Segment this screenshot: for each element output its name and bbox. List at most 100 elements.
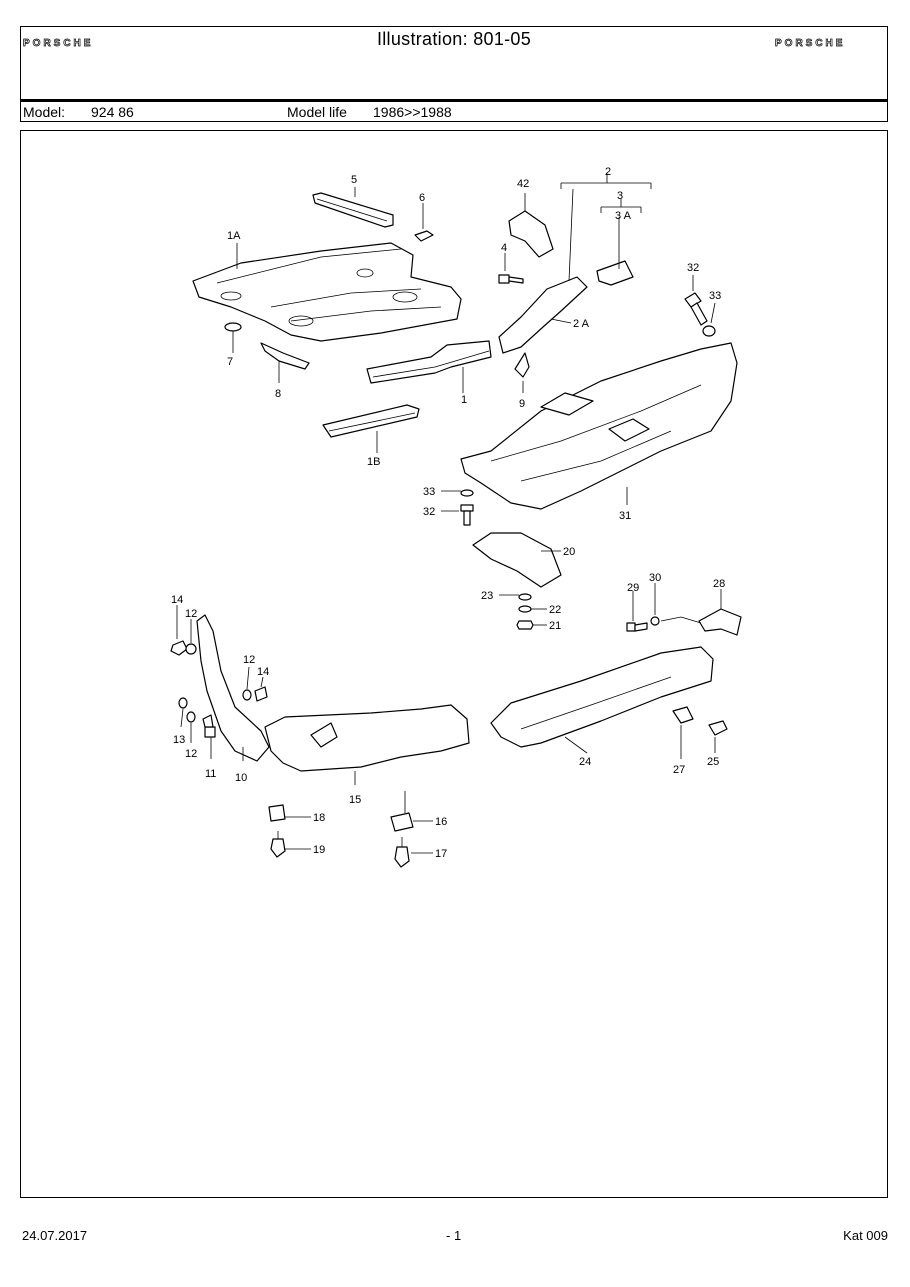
part-12-washer-mid [242,689,252,701]
callout-labels: 1 1A 1B 2 2 A 3 3 A 4 5 6 7 8 9 10 11 12… [171,166,725,860]
part-10-shield [196,614,270,762]
callout-42: 42 [517,178,529,190]
part-1-sill [366,340,492,384]
part-19-screw [270,831,286,858]
header-divider [21,99,887,102]
part-31-heat-shield [460,342,738,510]
callout-25: 25 [707,756,719,768]
part-1b-sill [322,404,420,438]
model-row: Model: 924 86 Model life 1986>>1988 [21,103,887,121]
callout-28: 28 [713,578,725,590]
part-25-screw [708,720,728,736]
model-life-label: Model life [287,104,347,120]
part-32-bolt-upper [684,292,708,326]
part-27-nut [672,706,694,724]
callout-1b: 1B [367,456,380,468]
model-life-value: 1986>>1988 [373,104,452,120]
part-9-bracket [514,352,530,378]
part-16-clip [390,812,414,832]
footer-catalog: Kat 009 [843,1228,888,1243]
callout-2: 2 [605,166,611,178]
callout-9: 9 [519,398,525,410]
model-value: 924 86 [91,104,134,120]
part-11-bolt [202,714,216,738]
callout-33-upper: 33 [709,290,721,302]
part-5-rail [312,192,394,228]
part-12-washer-lower [186,711,196,723]
callout-8: 8 [275,388,281,400]
callout-17: 17 [435,848,447,860]
parts-diagram-frame: 1 1A 1B 2 2 A 3 3 A 4 5 6 7 8 9 10 11 12… [20,130,888,1198]
callout-1: 1 [461,394,467,406]
callout-1a: 1A [227,230,241,242]
callout-6: 6 [419,192,425,204]
callout-24: 24 [579,756,591,768]
page-header: PORSCHE Illustration: 801-05 PORSCHE Mod… [20,26,888,122]
part-14-nut-left [170,640,188,656]
callout-12-left: 12 [185,608,197,620]
callout-3: 3 [617,190,623,202]
callout-12-mid: 12 [243,654,255,666]
part-3a-clip [596,260,634,286]
callout-32-upper: 32 [687,262,699,274]
callout-13: 13 [173,734,185,746]
callout-14-left: 14 [171,594,183,606]
callout-12-lower: 12 [185,748,197,760]
part-8-bracket [260,342,310,370]
callout-18: 18 [313,812,325,824]
part-30-washer [650,616,660,626]
part-28-bracket [698,608,742,636]
part-18-clip [268,804,286,822]
callout-23: 23 [481,590,493,602]
callout-16: 16 [435,816,447,828]
footer-date: 24.07.2017 [22,1228,88,1243]
footer-page-number: - 1 [446,1228,462,1243]
part-6-clip [414,230,434,242]
part-14-nut-mid [254,686,268,702]
model-label: Model: [23,104,66,120]
callout-5: 5 [351,174,357,186]
part-33-washer-lower [460,489,474,497]
part-22-washer [518,605,532,613]
callout-32-lower: 32 [423,506,435,518]
callout-30: 30 [649,572,661,584]
part-29-bolt [626,622,648,632]
part-32-bolt-lower [460,504,474,526]
part-12-washer-left [185,643,197,655]
part-20-shield [472,532,562,588]
leader-lines [176,173,722,854]
part-7-plug [224,322,242,332]
callout-14-mid: 14 [257,666,269,678]
callout-10: 10 [235,772,247,784]
part-4-bolt [498,274,524,284]
callout-20: 20 [563,546,575,558]
exploded-parts-diagram: 1 1A 1B 2 2 A 3 3 A 4 5 6 7 8 9 10 11 12… [170,166,742,868]
porsche-logo-left: PORSCHE [23,38,93,47]
svg-text:PORSCHE: PORSCHE [23,38,93,47]
part-17-screw [394,837,410,868]
callout-27: 27 [673,764,685,776]
part-42-bracket [508,210,554,258]
callout-21: 21 [549,620,561,632]
callout-29: 29 [627,582,639,594]
part-24-heat-shield [490,646,714,748]
porsche-logo-right: PORSCHE [775,38,845,47]
callout-11: 11 [205,768,216,780]
part-23-washer [518,593,532,601]
callout-4: 4 [501,242,507,254]
callout-31: 31 [619,510,631,522]
part-33-washer-upper [702,325,716,337]
callout-33-lower: 33 [423,486,435,498]
callout-3a: 3 A [615,210,632,222]
part-2a-member [498,276,588,354]
part-15-heat-shield [264,704,470,772]
part-1a-floor-pan [192,242,462,342]
part-21-nut [516,620,534,630]
illustration-title: Illustration: 801-05 [376,29,532,49]
callout-7: 7 [227,356,233,368]
svg-text:PORSCHE: PORSCHE [775,38,845,47]
part-13-washer [178,697,188,709]
callout-15: 15 [349,794,361,806]
callout-19: 19 [313,844,325,856]
callout-22: 22 [549,604,561,616]
